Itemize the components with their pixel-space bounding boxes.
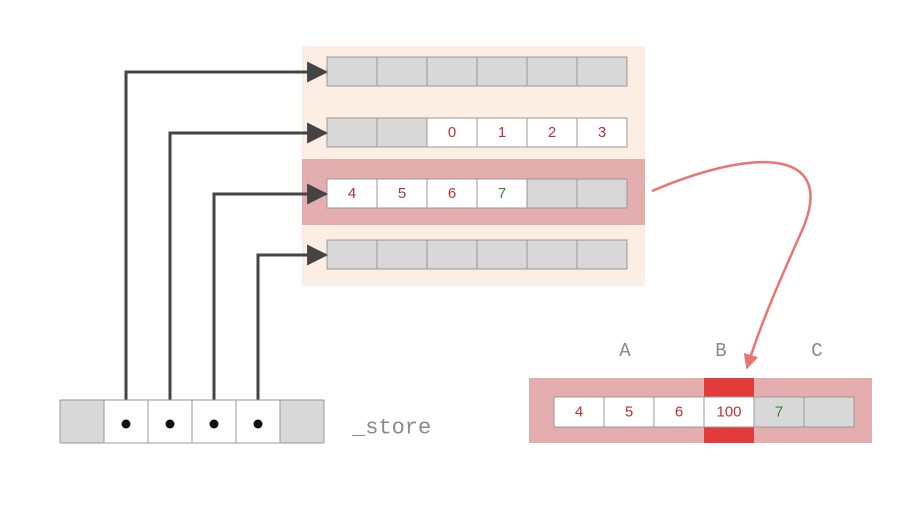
block-cell bbox=[576, 56, 628, 87]
block-cell bbox=[326, 178, 378, 209]
zoom-cell-value: 5 bbox=[625, 404, 633, 421]
zoom-cell bbox=[753, 396, 805, 428]
block-cell-value: 6 bbox=[448, 185, 456, 202]
block-cell bbox=[476, 239, 528, 270]
block-cell-value: 1 bbox=[498, 124, 506, 141]
block-cell bbox=[326, 117, 378, 148]
block-cell-value: 7 bbox=[498, 185, 506, 202]
pointer-dot bbox=[253, 419, 263, 429]
block-cell bbox=[426, 56, 478, 87]
zoom-label: B bbox=[715, 340, 726, 362]
block-cell bbox=[376, 239, 428, 270]
store-cell bbox=[59, 399, 105, 444]
pointer-arrows bbox=[124, 61, 329, 424]
block-cell bbox=[526, 117, 578, 148]
zoom-cell bbox=[553, 396, 605, 428]
block-cell-value: 0 bbox=[448, 124, 456, 141]
pointer-dot bbox=[209, 419, 219, 429]
pointer-arrow bbox=[168, 122, 329, 424]
zoom-cell-value: 4 bbox=[575, 404, 583, 421]
store-array bbox=[59, 399, 325, 444]
pointer-dot bbox=[165, 419, 175, 429]
store-label: _store bbox=[351, 416, 431, 441]
block-row bbox=[326, 239, 628, 270]
block-row: 4 5 6 7 bbox=[302, 159, 645, 225]
zoom-view: 4 5 6 100 7 A B C bbox=[529, 340, 872, 443]
block-cell bbox=[426, 117, 478, 148]
pointer-dot bbox=[121, 419, 131, 429]
block-cell-value: 3 bbox=[598, 124, 606, 141]
pointer-arrow bbox=[256, 244, 329, 424]
block-row bbox=[326, 56, 628, 87]
zoom-arrow bbox=[651, 160, 812, 370]
block-cell bbox=[376, 117, 428, 148]
zoom-cell bbox=[803, 396, 855, 428]
block-cell bbox=[476, 56, 528, 87]
block-cell bbox=[376, 178, 428, 209]
block-cell bbox=[526, 239, 578, 270]
block-cell bbox=[476, 178, 528, 209]
pointer-arrow bbox=[124, 61, 329, 424]
block-cell bbox=[576, 239, 628, 270]
block-cell-value: 5 bbox=[398, 185, 406, 202]
zoom-label: C bbox=[811, 340, 822, 362]
block-cell bbox=[526, 56, 578, 87]
block-cell-value: 4 bbox=[348, 185, 356, 202]
block-cell bbox=[576, 178, 628, 209]
zoom-cell bbox=[653, 396, 705, 428]
zoom-cell-value: 7 bbox=[775, 404, 783, 421]
block-cell-value: 2 bbox=[548, 124, 556, 141]
block-cell bbox=[576, 117, 628, 148]
block-row: 0 1 2 3 bbox=[326, 117, 628, 148]
block-cell bbox=[376, 56, 428, 87]
block-cell bbox=[426, 178, 478, 209]
blocks-panel: 0 1 2 3 4 5 6 7 bbox=[302, 46, 645, 286]
block-cell bbox=[426, 239, 478, 270]
block-cell bbox=[526, 178, 578, 209]
zoom-cell-value: 100 bbox=[716, 404, 741, 421]
pointer-arrow bbox=[212, 183, 329, 424]
block-cell bbox=[326, 239, 378, 270]
block-cell bbox=[476, 117, 528, 148]
block-cell bbox=[326, 56, 378, 87]
store-cell bbox=[279, 399, 325, 444]
zoom-cell-value: 6 bbox=[675, 404, 683, 421]
zoom-cell bbox=[603, 396, 655, 428]
zoom-label: A bbox=[619, 340, 631, 362]
